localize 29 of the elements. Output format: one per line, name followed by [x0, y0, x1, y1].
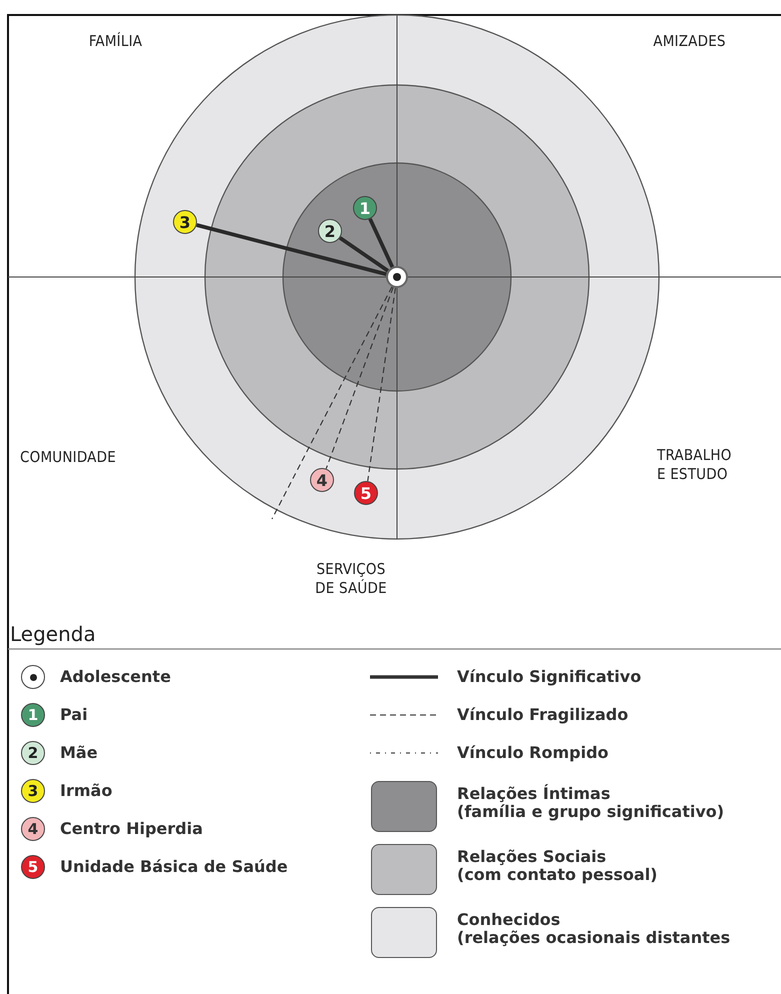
- legend-label: Mãe: [60, 744, 98, 762]
- legend-swatch: 3: [21, 779, 45, 803]
- sector-label: COMUNIDADE: [20, 448, 117, 467]
- legend-label: Relações Sociais (com contato pessoal): [457, 848, 658, 884]
- legend-label: Vínculo Fragilizado: [457, 706, 628, 724]
- legend-label: Irmão: [60, 782, 112, 800]
- legend-label: Vínculo Significativo: [457, 668, 642, 686]
- sector-label: FAMÍLIA: [88, 32, 144, 51]
- legend-swatch: 2: [21, 741, 45, 765]
- connector-line: [272, 286, 392, 520]
- legend-label: Unidade Básica de Saúde: [60, 858, 288, 876]
- legend-label: Centro Hiperdia: [60, 820, 203, 838]
- sector-label: AMIZADES: [652, 32, 727, 51]
- legend-swatch: 1: [21, 703, 45, 727]
- connector-line: [368, 218, 394, 268]
- legend-label: Pai: [60, 706, 88, 724]
- legend-label: Adolescente: [60, 668, 171, 686]
- connector-line: [367, 288, 396, 482]
- connector-line: [326, 287, 394, 469]
- connector-line: [338, 236, 389, 272]
- legend-title: Legenda: [10, 622, 96, 646]
- sector-label: SERVIÇOS DE SAÚDE: [314, 560, 388, 598]
- sector-label: TRABALHO E ESTUDO: [657, 446, 733, 484]
- legend-swatch: 5: [21, 855, 45, 879]
- connector-line: [196, 223, 387, 276]
- legend-swatch: 4: [21, 817, 45, 841]
- legend-label: Vínculo Rompido: [457, 744, 609, 762]
- legend-label: Conhecidos (relações ocasionais distantes: [457, 911, 730, 947]
- legend-label: Relações Íntimas (família e grupo significativo): [457, 785, 724, 821]
